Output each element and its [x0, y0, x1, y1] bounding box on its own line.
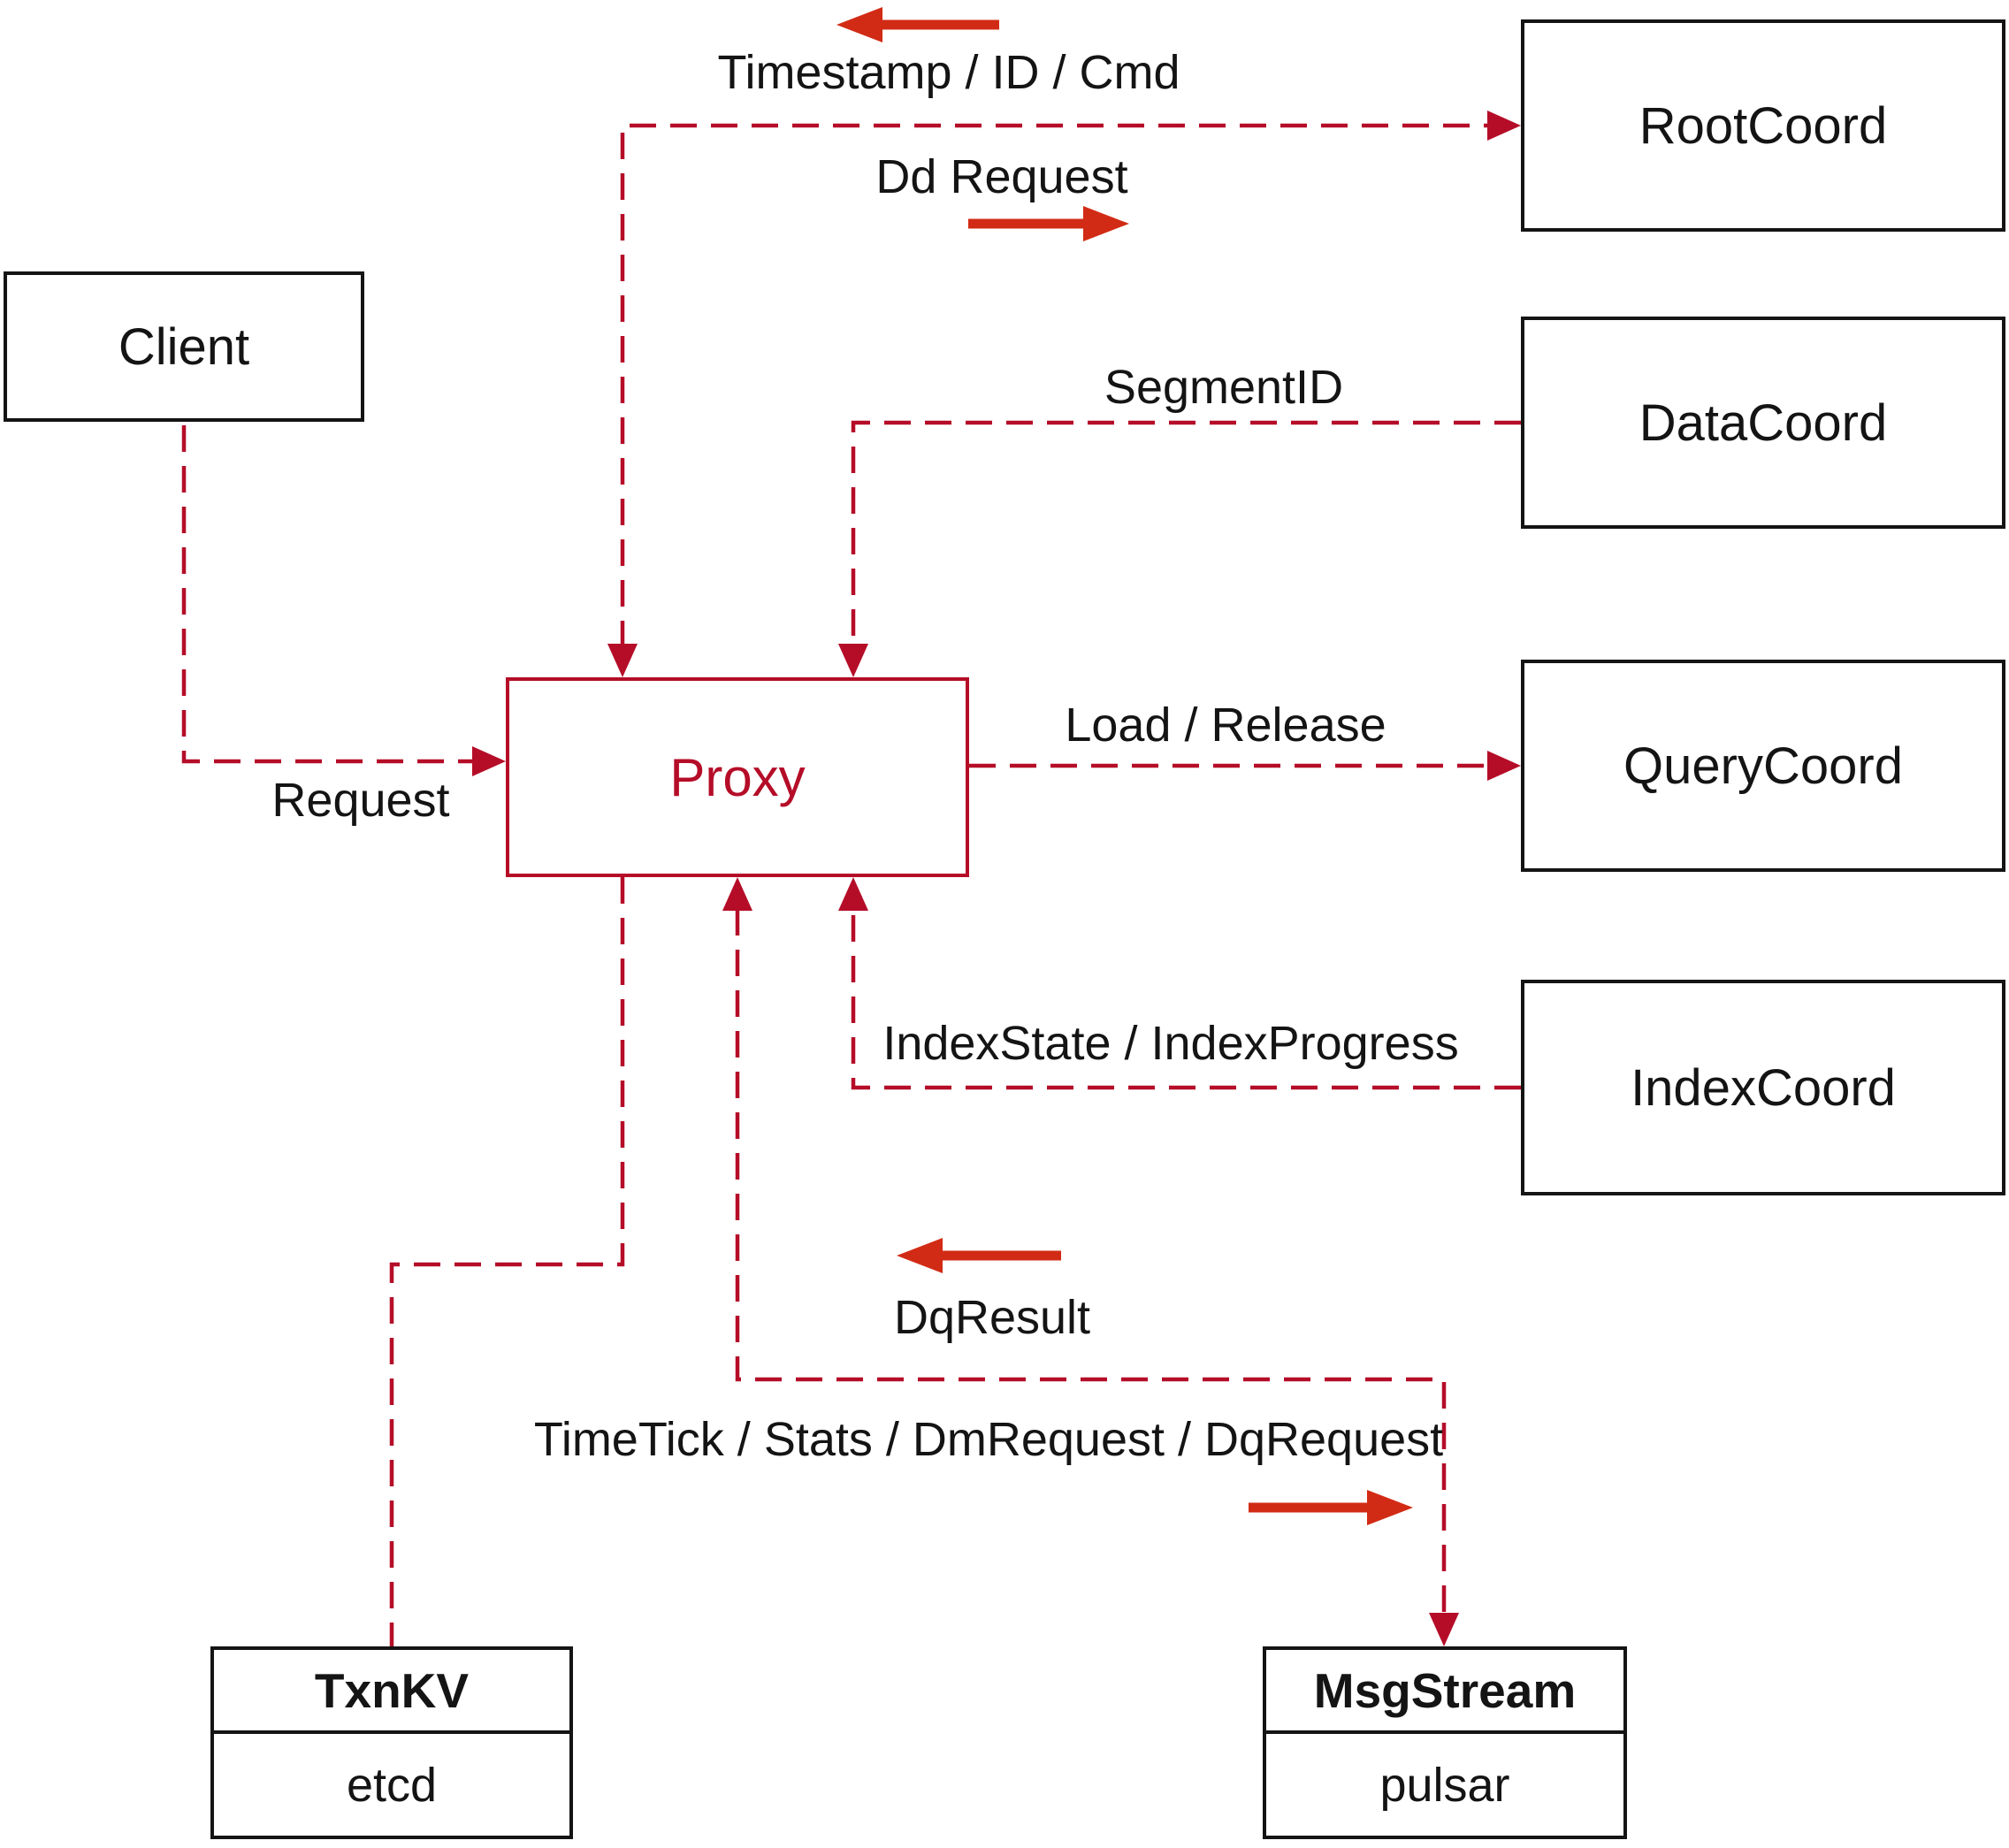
node-querycoord-label: QueryCoord: [1623, 737, 1903, 795]
node-indexcoord-label: IndexCoord: [1631, 1058, 1896, 1117]
edge-label-segment-id: SegmentID: [1104, 361, 1344, 414]
direction-arrow-right-dd-request-icon: [968, 206, 1129, 241]
node-msgstream-impl: pulsar: [1379, 1758, 1510, 1812]
node-client-label: Client: [118, 317, 250, 376]
edge-datacoord-proxy: [851, 420, 1521, 645]
arrowhead-into-proxy-bottom-left: [722, 877, 752, 911]
node-msgstream: MsgStream pulsar: [1263, 1646, 1627, 1839]
edge-label-index-state: IndexState / IndexProgress: [882, 1017, 1459, 1070]
node-proxy: Proxy: [506, 677, 969, 877]
edge-label-dq-result: DqResult: [893, 1291, 1091, 1344]
node-txnkv: TxnKV etcd: [210, 1646, 573, 1839]
edge-proxy-msgstream: [735, 909, 1447, 1615]
node-datacoord-label: DataCoord: [1639, 393, 1888, 452]
direction-arrow-left-timestamp-icon: [836, 7, 999, 42]
arrowhead-into-querycoord: [1487, 751, 1521, 781]
edge-label-time-tick: TimeTick / Stats / DmRequest / DqRequest: [533, 1413, 1444, 1466]
node-txnkv-title: TxnKV: [214, 1650, 569, 1734]
edge-label-load-release: Load / Release: [1065, 699, 1386, 752]
node-rootcoord: RootCoord: [1521, 19, 2005, 232]
node-txnkv-impl: etcd: [346, 1758, 438, 1812]
node-msgstream-title: MsgStream: [1266, 1650, 1623, 1734]
edge-proxy-rootcoord: [620, 123, 1491, 647]
edge-label-timestamp-id-cmd: Timestamp / ID / Cmd: [717, 46, 1180, 99]
arrowhead-into-proxy-top-right: [838, 644, 868, 677]
edge-label-request: Request: [271, 774, 450, 827]
node-proxy-label: Proxy: [669, 747, 806, 807]
arrowhead-into-proxy-top-left: [607, 644, 638, 677]
edge-label-dd-request: Dd Request: [875, 150, 1128, 203]
edge-proxy-txnkv: [389, 877, 625, 1646]
node-client: Client: [4, 271, 364, 422]
node-querycoord: QueryCoord: [1521, 660, 2005, 872]
node-indexcoord: IndexCoord: [1521, 980, 2005, 1195]
node-datacoord: DataCoord: [1521, 317, 2005, 529]
edge-indexcoord-proxy: [851, 909, 1521, 1090]
edge-client-proxy: [181, 425, 481, 764]
arrowhead-into-msgstream: [1429, 1613, 1459, 1646]
arrowhead-into-rootcoord: [1487, 111, 1521, 141]
direction-arrow-right-time-tick-icon: [1249, 1490, 1413, 1525]
arrowhead-into-proxy-left: [472, 746, 506, 776]
node-rootcoord-label: RootCoord: [1639, 96, 1888, 155]
arrowhead-into-proxy-bottom-right: [838, 877, 868, 911]
direction-arrow-left-dq-result-icon: [897, 1238, 1061, 1273]
